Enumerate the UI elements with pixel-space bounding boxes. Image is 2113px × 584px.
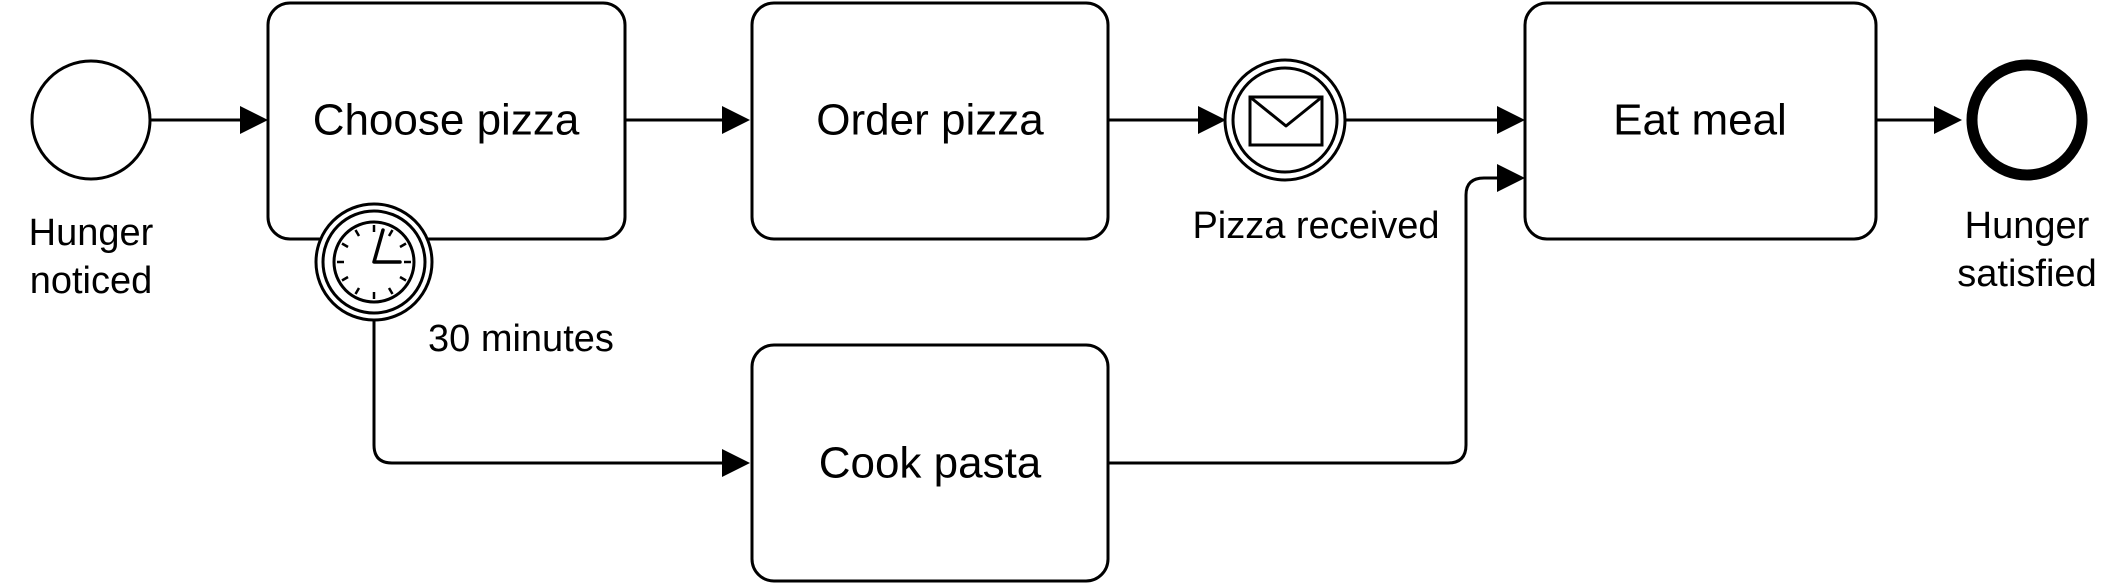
- task-cook-pasta[interactable]: Cook pasta: [750, 343, 1110, 583]
- timer-boundary-event[interactable]: [314, 202, 434, 322]
- flow-cook-pasta-to-eat-meal: [1108, 176, 1515, 465]
- task-eat-meal-box[interactable]: [1523, 1, 1878, 241]
- message-event-label: Pizza received: [1192, 205, 1439, 247]
- end-event-label-line2: satisfied: [1957, 253, 2096, 295]
- task-cook-pasta-label: Cook pasta: [819, 439, 1042, 488]
- start-event-label-line2: noticed: [30, 260, 153, 302]
- flow-arrow-message-event-to-eat-meal: [1497, 106, 1525, 134]
- envelope-icon: [1248, 95, 1324, 147]
- flow-arrow-start-to-choose-pizza: [240, 106, 268, 134]
- task-choose-pizza-box[interactable]: [266, 1, 627, 241]
- end-event-label-line1: Hunger: [1965, 205, 2090, 247]
- start-event-label-line1: Hunger: [29, 212, 154, 254]
- task-cook-pasta-box[interactable]: [750, 343, 1110, 583]
- timer-event-label: 30 minutes: [428, 318, 614, 360]
- task-eat-meal[interactable]: Eat meal: [1523, 1, 1878, 241]
- task-eat-meal-label: Eat meal: [1613, 96, 1787, 145]
- task-order-pizza-label: Order pizza: [816, 96, 1044, 145]
- flow-arrow-order-to-message-event: [1198, 106, 1226, 134]
- end-event[interactable]: [1966, 59, 2088, 181]
- flow-timer-to-cook-pasta: [372, 320, 740, 465]
- task-order-pizza[interactable]: Order pizza: [750, 1, 1110, 241]
- flow-arrow-timer-to-cook-pasta: [722, 449, 750, 477]
- start-event[interactable]: [30, 59, 152, 181]
- clock-icon: [332, 220, 416, 304]
- flow-arrow-eat-meal-to-end: [1934, 106, 1962, 134]
- task-choose-pizza-label: Choose pizza: [313, 96, 580, 145]
- sequence-flows: [150, 106, 1962, 477]
- flow-arrow-cook-pasta-to-eat-meal: [1497, 164, 1525, 192]
- task-order-pizza-box[interactable]: [750, 1, 1110, 241]
- task-choose-pizza[interactable]: Choose pizza: [266, 1, 627, 241]
- flow-arrow-choose-to-order-pizza: [722, 106, 750, 134]
- message-intermediate-event[interactable]: [1223, 58, 1347, 182]
